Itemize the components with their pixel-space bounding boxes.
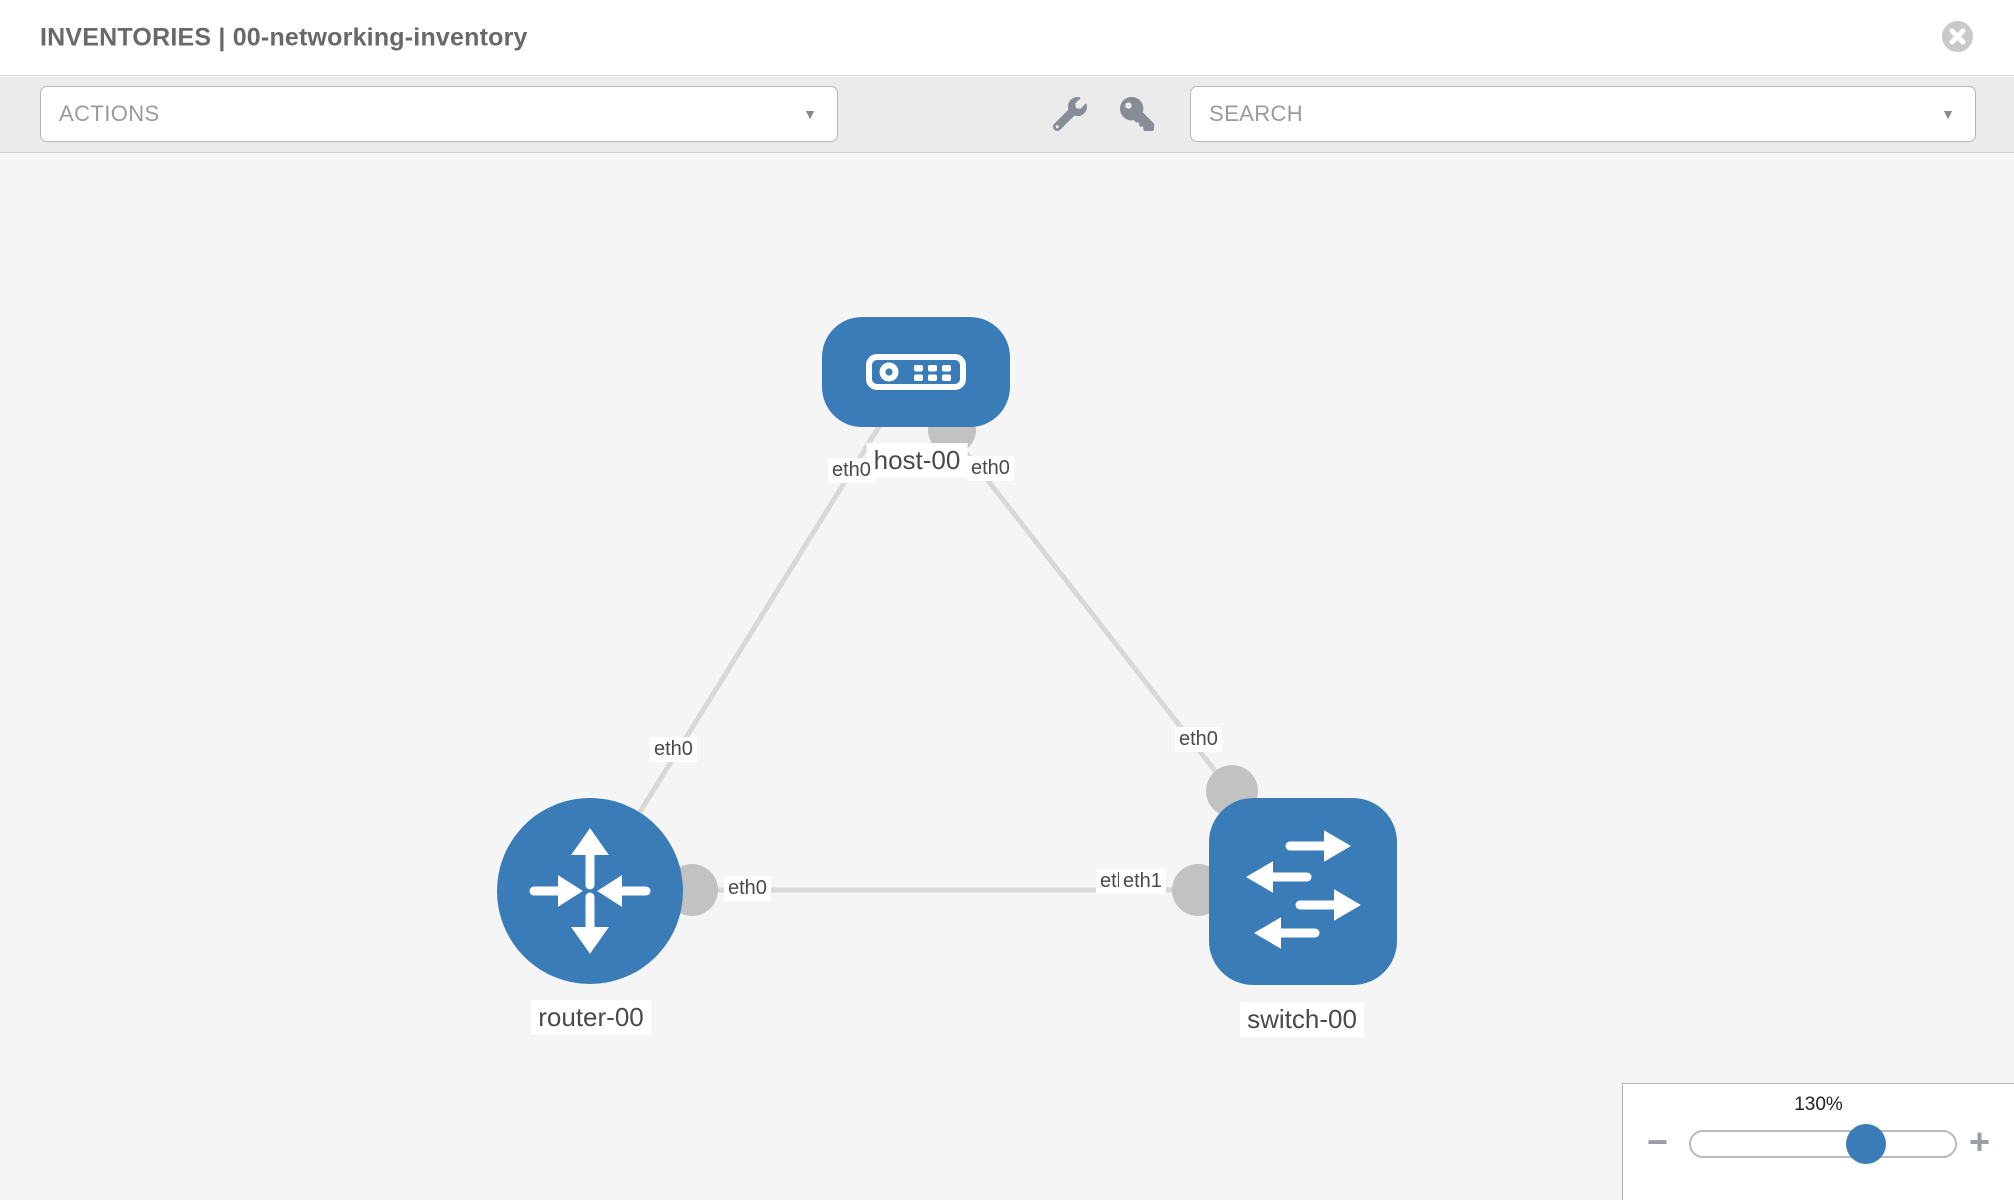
actions-dropdown[interactable]: ACTIONS ▼	[40, 86, 838, 142]
node-label-switch: switch-00	[1240, 1002, 1364, 1037]
toolbar: ACTIONS ▼ SEARCH ▼	[0, 77, 2014, 153]
chevron-down-icon: ▼	[803, 106, 817, 122]
search-dropdown[interactable]: SEARCH ▼	[1190, 86, 1976, 142]
router-icon	[529, 828, 651, 954]
page-title: INVENTORIES | 00-networking-inventory	[40, 23, 528, 51]
zoom-slider[interactable]	[1689, 1124, 1957, 1164]
actions-dropdown-label: ACTIONS	[59, 101, 160, 126]
interface-label-host-eth0-left: eth0	[828, 458, 875, 483]
node-label-router: router-00	[531, 1000, 651, 1035]
chevron-down-icon: ▼	[1941, 106, 1955, 122]
host-icon	[866, 354, 966, 390]
configure-button[interactable]	[1042, 86, 1098, 142]
interface-label-switch-left-eth1: eth1	[1119, 869, 1166, 894]
close-icon	[1949, 28, 1966, 45]
header: INVENTORIES | 00-networking-inventory	[0, 0, 2014, 76]
zoom-slider-handle[interactable]	[1846, 1124, 1886, 1164]
zoom-level-readout: 130%	[1794, 1094, 1843, 1115]
zoom-panel: 130% − +	[1622, 1083, 2014, 1200]
node-router-00[interactable]	[497, 798, 683, 984]
key-button[interactable]	[1109, 86, 1165, 142]
interface-label-router-right-eth0: eth0	[724, 876, 771, 901]
wrench-icon	[1053, 97, 1087, 131]
topology-canvas[interactable]: host-00 router-00 switch-00 eth0 eth0 et…	[0, 153, 2014, 1200]
search-dropdown-label: SEARCH	[1209, 101, 1304, 126]
interface-label-switch-top-eth0: eth0	[1175, 727, 1222, 752]
links-layer	[620, 406, 1258, 916]
interface-label-host-eth0-right: eth0	[967, 456, 1014, 481]
node-label-host: host-00	[866, 443, 968, 478]
key-icon	[1120, 97, 1154, 131]
node-switch-00[interactable]	[1209, 798, 1397, 985]
node-host-00[interactable]	[822, 317, 1010, 427]
switch-icon	[1246, 830, 1361, 949]
close-button[interactable]	[1942, 21, 1973, 52]
interface-label-router-top-eth0: eth0	[650, 737, 697, 762]
zoom-out-button[interactable]: −	[1647, 1121, 1669, 1162]
zoom-in-button[interactable]: +	[1969, 1121, 1991, 1162]
